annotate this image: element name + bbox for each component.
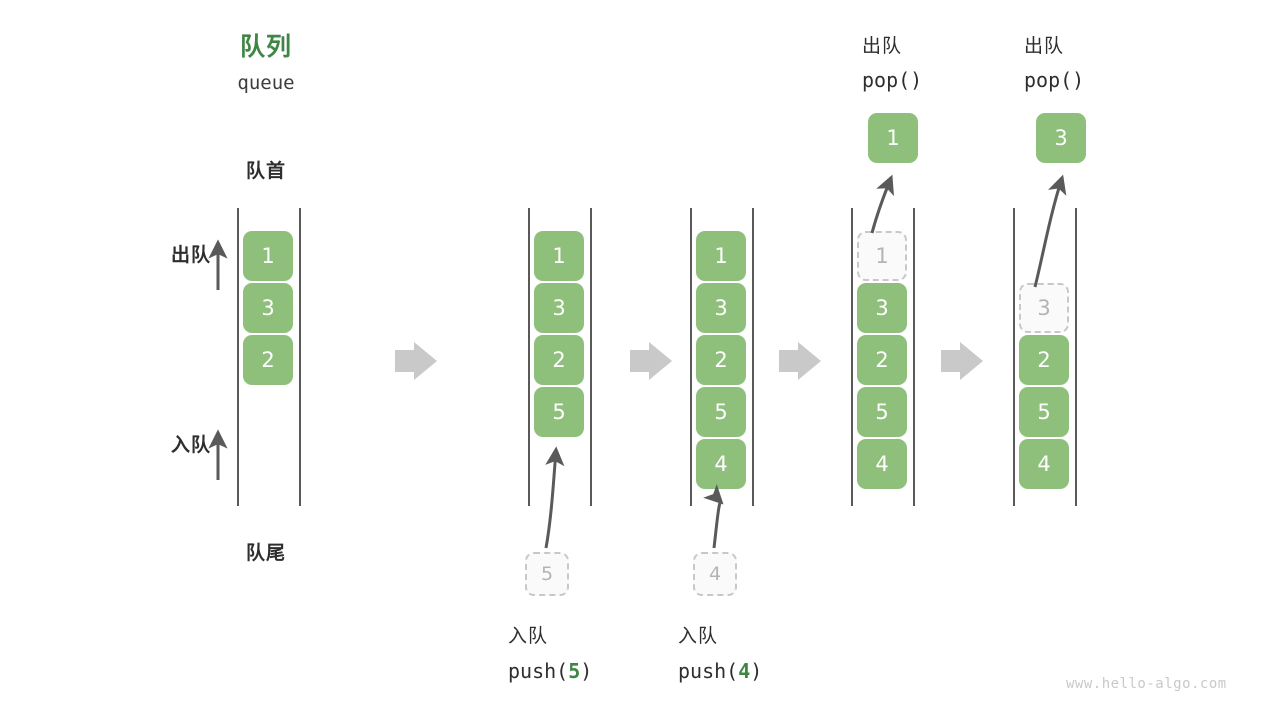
push-caption-code: push(5)	[508, 657, 708, 686]
rail-right-g5	[1075, 208, 1077, 506]
rail-left-g2	[528, 208, 530, 506]
push-4-arrow	[703, 484, 724, 549]
transition-arrow-2	[630, 342, 672, 380]
watermark: www.hello-algo.com	[1066, 676, 1227, 692]
queue-cell-ghost: 1	[857, 231, 907, 281]
pop-1-arrow	[870, 174, 894, 234]
pop-header-code: pop()	[1024, 68, 1085, 92]
queue-cell: 1	[534, 231, 584, 281]
popped-cell: 3	[1036, 113, 1086, 163]
rail-right-g2	[590, 208, 592, 506]
pop-header-code: pop()	[862, 68, 923, 92]
transition-arrow-3	[779, 342, 821, 380]
diagram-title-en: queue	[237, 72, 295, 94]
queue-cell: 4	[1019, 439, 1069, 489]
pop-header-cn: 出队	[1024, 35, 1065, 57]
diagram-title-cn: 队列	[239, 32, 292, 61]
rail-left-g1	[237, 208, 239, 506]
queue-cell: 3	[696, 283, 746, 333]
front-label: 队首	[245, 160, 286, 182]
rail-right-g4	[913, 208, 915, 506]
queue-cell: 3	[534, 283, 584, 333]
queue-cell: 2	[857, 335, 907, 385]
push-code-suffix: )	[750, 659, 763, 683]
queue-cell: 2	[696, 335, 746, 385]
push-caption-cn: 入队	[508, 625, 549, 647]
push-code-arg: 4	[738, 659, 751, 683]
queue-cell: 4	[857, 439, 907, 489]
push-code-prefix: push(	[508, 659, 569, 683]
rail-right-g3	[752, 208, 754, 506]
queue-cell: 5	[696, 387, 746, 437]
enqueue-direction-label: 入队	[170, 434, 211, 456]
pop-header-cn: 出队	[862, 35, 903, 57]
queue-cell-ghost: 3	[1019, 283, 1069, 333]
queue-cell: 5	[857, 387, 907, 437]
queue-cell: 3	[243, 283, 293, 333]
push-caption-cn: 入队	[678, 625, 719, 647]
push-code-arg: 5	[568, 659, 581, 683]
queue-cell: 2	[243, 335, 293, 385]
transition-arrow-4	[941, 342, 983, 380]
popped-cell: 1	[868, 113, 918, 163]
push-5-arrow	[544, 446, 565, 549]
queue-cell: 1	[696, 231, 746, 281]
queue-cell: 3	[857, 283, 907, 333]
incoming-ghost-cell: 4	[693, 552, 737, 596]
push-code-suffix: )	[580, 659, 593, 683]
rail-left-g5	[1013, 208, 1015, 506]
incoming-ghost-cell: 5	[525, 552, 569, 596]
queue-cell: 5	[1019, 387, 1069, 437]
dequeue-direction-label: 出队	[170, 244, 211, 266]
queue-cell: 5	[534, 387, 584, 437]
rail-right-g1	[299, 208, 301, 506]
queue-cell: 4	[696, 439, 746, 489]
push-caption-code: push(4)	[678, 657, 878, 686]
rear-label: 队尾	[245, 542, 286, 564]
rail-left-g3	[690, 208, 692, 506]
transition-arrow-1	[395, 342, 437, 380]
push-code-prefix: push(	[678, 659, 739, 683]
queue-cell: 1	[243, 231, 293, 281]
rail-left-g4	[851, 208, 853, 506]
queue-cell: 2	[1019, 335, 1069, 385]
queue-cell: 2	[534, 335, 584, 385]
pop-3-arrow	[1033, 174, 1067, 288]
